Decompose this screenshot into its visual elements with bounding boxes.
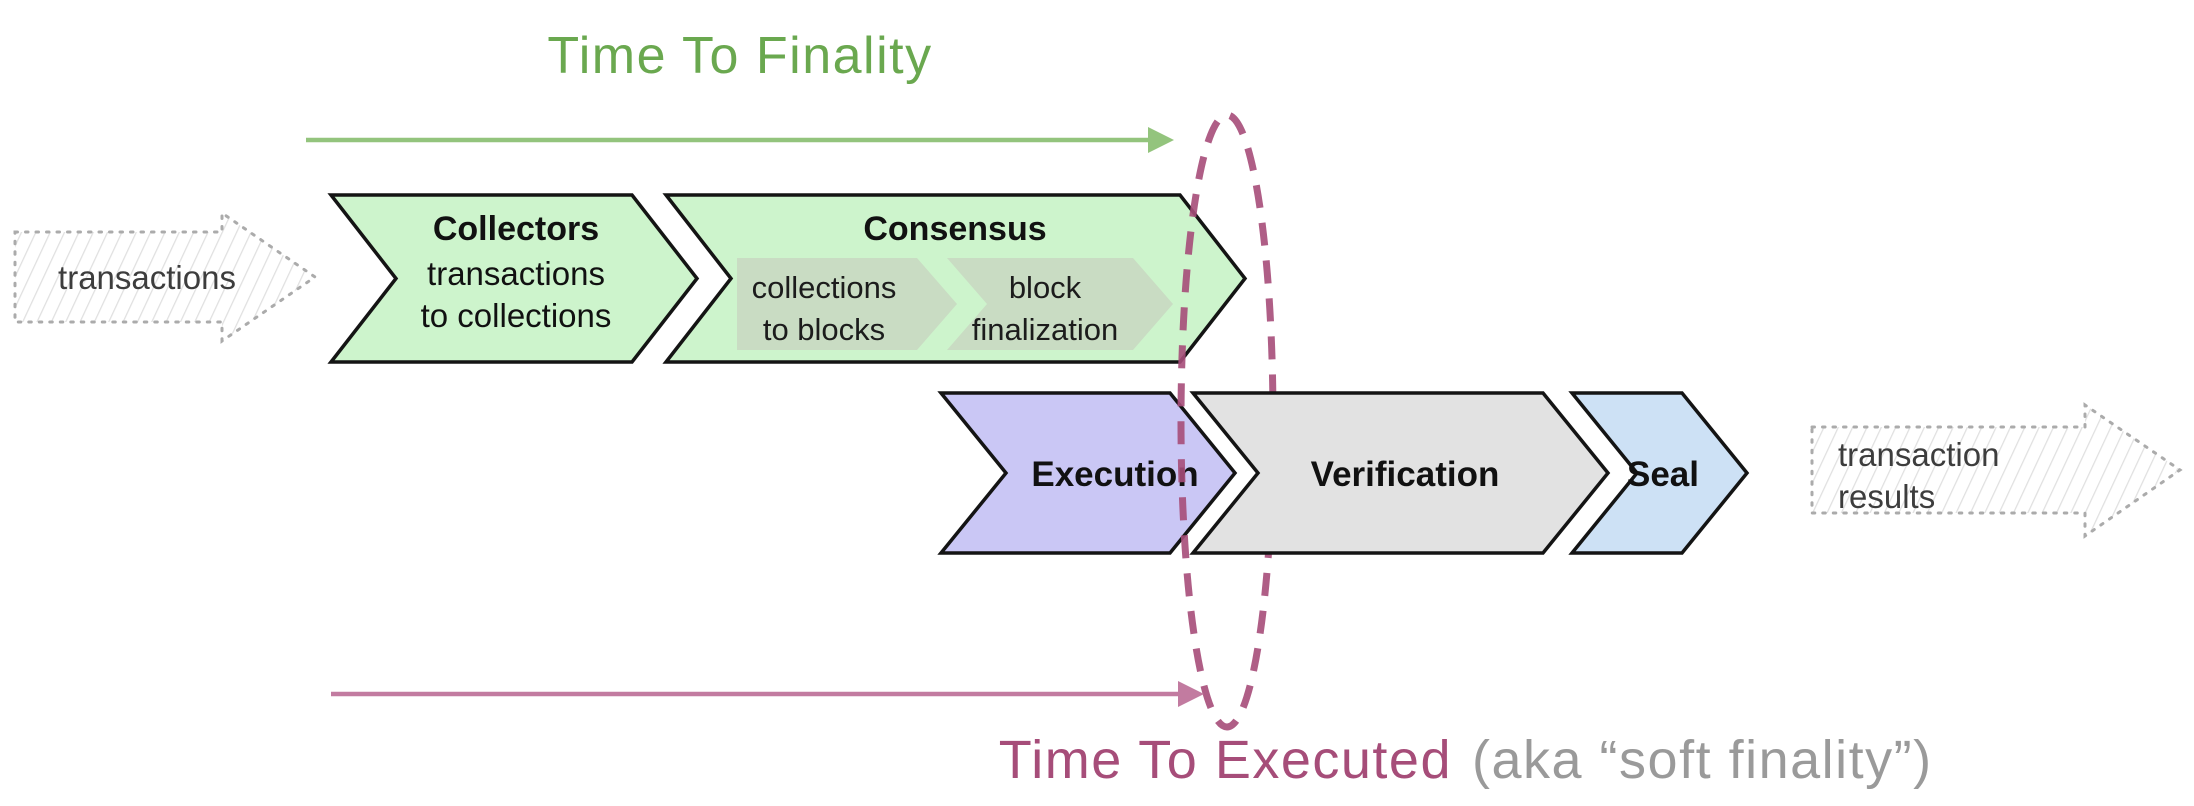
transactions-input-label: transactions [58,259,236,296]
consensus-sub1-shape [737,258,957,350]
collectors-chevron: Collectors transactions to collections [327,193,700,364]
consensus-sub2-line2: finalization [972,312,1118,347]
transaction-results-arrow-shape [1810,402,2183,539]
consensus-sub1-line2: to blocks [763,312,885,347]
collectors-line2: to collections [421,297,612,334]
time-to-executed-label: Time To Executed (aka “soft finality”) [999,730,1933,790]
executed-arrow [331,681,1204,707]
transactions-input-arrow: transactions [13,210,318,344]
verification-chevron-shape [1189,391,1611,555]
collectors-title: Collectors [433,210,599,248]
verification-chevron: Verification [1189,391,1611,555]
seal-title: Seal [1627,455,1699,494]
execution-chevron-shape [937,391,1238,555]
transaction-results-line1: transaction [1838,436,1999,473]
seal-chevron: Seal [1568,391,1750,555]
consensus-sub1-line1: collections [752,270,897,305]
finality-arrow [306,127,1174,153]
transaction-results-arrow: transaction results [1810,402,2183,539]
time-to-finality-label: Time To Finality [547,27,932,85]
transaction-results-line2: results [1838,478,1935,515]
seal-chevron-shape [1568,391,1750,555]
finality-arrow-head [1148,127,1174,153]
time-to-executed-suffix: (aka “soft finality”) [1472,730,1933,790]
collectors-line1: transactions [427,255,605,292]
executed-arrow-head [1178,681,1204,707]
time-to-executed-main: Time To Executed [999,730,1452,790]
verification-title: Verification [1311,455,1500,494]
transactions-input-arrow-shape [13,210,318,344]
consensus-sub2-line1: block [1009,270,1082,305]
consensus-chevron: Consensus collections to blocks block fi… [662,193,1248,364]
consensus-sub2-shape [947,258,1173,350]
execution-title: Execution [1031,455,1198,494]
collectors-chevron-shape [327,193,700,364]
execution-chevron: Execution [937,391,1238,555]
consensus-title: Consensus [863,210,1046,248]
